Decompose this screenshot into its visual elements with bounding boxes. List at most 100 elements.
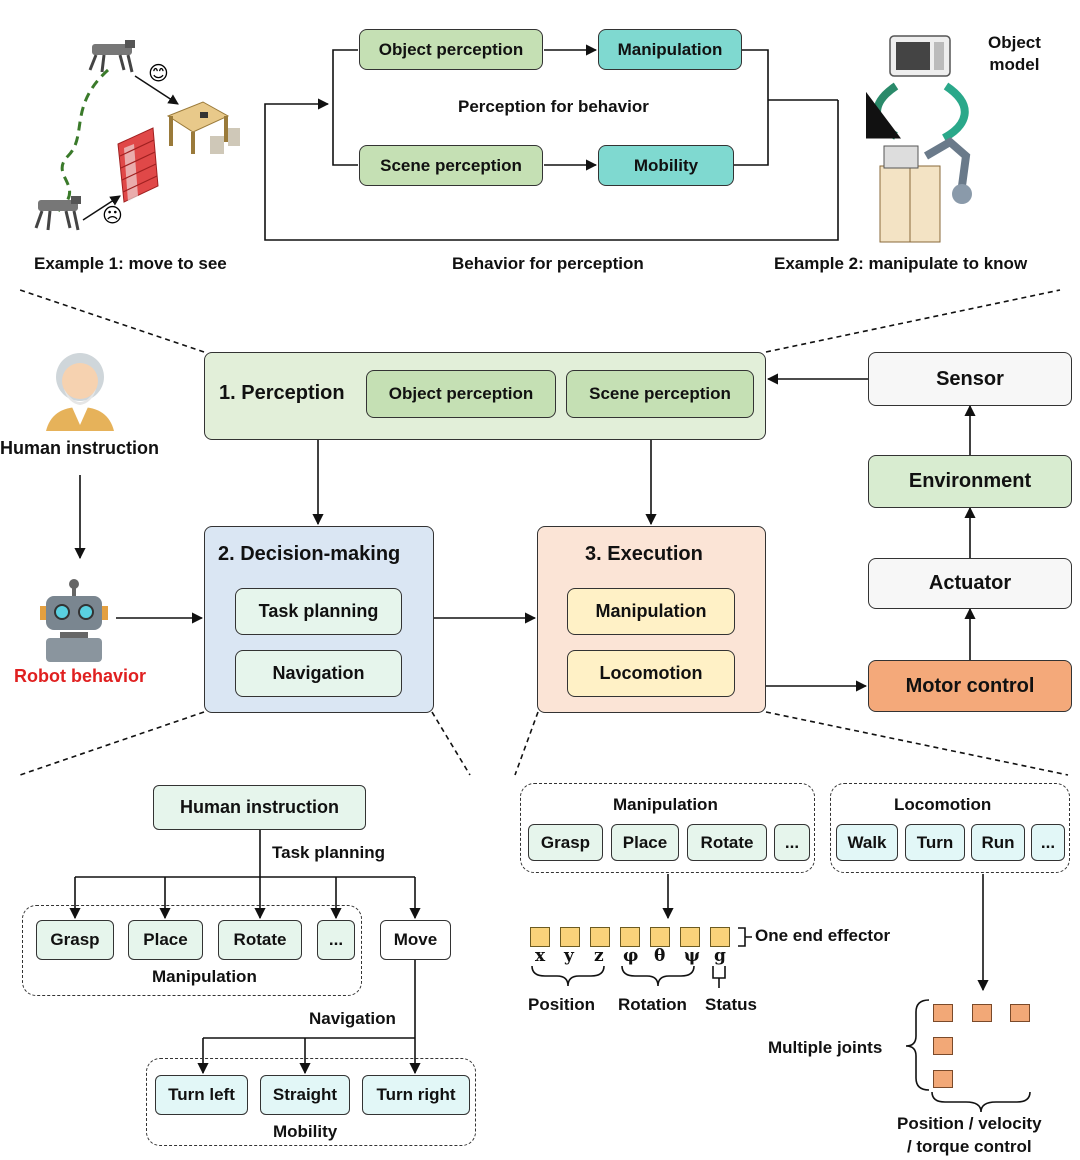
bl-mobility-label: Mobility bbox=[273, 1122, 338, 1141]
one-end-effector-label: One end effector bbox=[755, 926, 891, 945]
manipulate-to-know-illustration bbox=[866, 35, 972, 243]
object-model-line2: model bbox=[989, 55, 1040, 74]
symbol-theta: θ bbox=[654, 946, 666, 966]
joint-square-3 bbox=[1010, 1004, 1030, 1022]
perception-object-label: Object perception bbox=[388, 384, 534, 403]
symbol-g: g bbox=[714, 946, 726, 966]
control-label: Position / velocity / torque control bbox=[897, 1112, 1042, 1158]
elderly-person-avatar-icon bbox=[46, 353, 114, 431]
bl-turn-right-label: Turn right bbox=[376, 1085, 456, 1104]
bl-move-box: Move bbox=[380, 920, 451, 960]
top-scene-perception-box: Scene perception bbox=[359, 145, 543, 186]
bl-turn-left-box: Turn left bbox=[155, 1075, 248, 1115]
robot-dog-top-icon bbox=[88, 40, 135, 73]
br-turn-box: Turn bbox=[905, 824, 965, 861]
joint-square-2 bbox=[972, 1004, 992, 1022]
robot-dog-bottom-icon bbox=[34, 196, 81, 231]
motor-control-box: Motor control bbox=[868, 660, 1072, 712]
sensor-label: Sensor bbox=[936, 367, 1004, 390]
multiple-joints-label: Multiple joints bbox=[768, 1038, 883, 1057]
br-place-label: Place bbox=[622, 832, 668, 852]
perception-for-behavior-label: Perception for behavior bbox=[458, 97, 649, 116]
br-locomotion-group bbox=[830, 783, 1070, 873]
example1-label: Example 1: move to see bbox=[34, 254, 227, 273]
br-more2-box: ... bbox=[1031, 824, 1065, 861]
bl-human-instruction-box: Human instruction bbox=[153, 785, 366, 830]
perception-scene-label: Scene perception bbox=[589, 384, 731, 403]
control-label-line1: Position / velocity bbox=[897, 1114, 1042, 1133]
br-grasp-box: Grasp bbox=[528, 824, 603, 861]
microwave-icon bbox=[889, 35, 951, 77]
ee-square-theta bbox=[650, 927, 670, 947]
bl-more-label: ... bbox=[328, 930, 344, 949]
symbol-z: z bbox=[594, 946, 604, 966]
bl-rotate-label: Rotate bbox=[233, 930, 287, 949]
br-run-box: Run bbox=[971, 824, 1025, 861]
br-walk-label: Walk bbox=[847, 832, 887, 852]
bl-task-planning-label: Task planning bbox=[272, 843, 386, 862]
bl-move-label: Move bbox=[393, 930, 438, 949]
bl-place-box: Place bbox=[128, 920, 203, 960]
sad-face-icon: ☹ bbox=[102, 205, 123, 227]
cycle-arrow-left-icon bbox=[866, 82, 902, 140]
joint-square-4 bbox=[933, 1037, 953, 1055]
ee-square-z bbox=[590, 927, 610, 947]
symbol-y: y bbox=[564, 946, 574, 966]
br-grasp-label: Grasp bbox=[540, 832, 591, 852]
actuator-label: Actuator bbox=[928, 572, 1012, 594]
br-more1-label: ... bbox=[784, 832, 800, 852]
bl-grasp-box: Grasp bbox=[36, 920, 114, 960]
robot-behavior-label: Robot behavior bbox=[14, 666, 147, 686]
symbol-psi: ψ bbox=[684, 946, 701, 966]
joint-square-5 bbox=[933, 1070, 953, 1088]
br-locomotion-label: Locomotion bbox=[894, 795, 992, 814]
bl-straight-label: Straight bbox=[272, 1085, 338, 1104]
navigation-box: Navigation bbox=[235, 650, 402, 697]
bl-place-label: Place bbox=[143, 930, 188, 949]
brick-wall-icon bbox=[117, 127, 159, 203]
move-to-see-illustration: 😊 ☹ bbox=[34, 40, 240, 231]
br-run-label: Run bbox=[981, 832, 1015, 852]
bl-manipulation-group bbox=[22, 905, 362, 996]
task-planning-label: Task planning bbox=[258, 601, 379, 621]
top-scene-perception-label: Scene perception bbox=[380, 155, 522, 175]
ee-square-psi bbox=[680, 927, 700, 947]
symbol-x: x bbox=[535, 946, 546, 966]
symbol-phi: φ bbox=[623, 946, 639, 966]
br-more1-box: ... bbox=[774, 824, 810, 861]
navigation-label: Navigation bbox=[272, 663, 365, 683]
br-manipulation-group bbox=[520, 783, 815, 873]
bl-grasp-label: Grasp bbox=[50, 930, 100, 949]
dining-table-icon bbox=[166, 101, 240, 154]
top-mobility-box: Mobility bbox=[598, 145, 734, 186]
behavior-for-perception-label: Behavior for perception bbox=[452, 254, 644, 273]
kitchen-robot-arm-icon bbox=[879, 137, 972, 243]
bl-human-instruction-label: Human instruction bbox=[179, 797, 339, 817]
execution-locomotion-label: Locomotion bbox=[599, 663, 703, 683]
execution-title: 3. Execution bbox=[585, 543, 703, 565]
bl-more-box: ... bbox=[317, 920, 355, 960]
happy-face-icon: 😊 bbox=[148, 63, 169, 85]
bl-rotate-box: Rotate bbox=[218, 920, 302, 960]
joint-square-1 bbox=[933, 1004, 953, 1022]
ee-square-x bbox=[530, 927, 550, 947]
position-label: Position bbox=[528, 995, 596, 1014]
br-rotate-label: Rotate bbox=[700, 832, 754, 852]
rotation-label: Rotation bbox=[618, 995, 687, 1014]
decision-making-title: 2. Decision-making bbox=[218, 543, 401, 565]
bl-turn-left-label: Turn left bbox=[168, 1085, 235, 1104]
environment-box: Environment bbox=[868, 455, 1072, 508]
top-object-perception-box: Object perception bbox=[359, 29, 543, 70]
object-model-line1: Object bbox=[988, 33, 1041, 52]
sensor-box: Sensor bbox=[868, 352, 1072, 406]
br-more2-label: ... bbox=[1040, 832, 1056, 852]
br-manipulation-label: Manipulation bbox=[613, 795, 718, 814]
perception-title: 1. Perception bbox=[219, 382, 345, 404]
ee-square-y bbox=[560, 927, 580, 947]
br-walk-box: Walk bbox=[836, 824, 898, 861]
task-planning-box: Task planning bbox=[235, 588, 402, 635]
ee-square-phi bbox=[620, 927, 640, 947]
execution-locomotion-box: Locomotion bbox=[567, 650, 735, 697]
